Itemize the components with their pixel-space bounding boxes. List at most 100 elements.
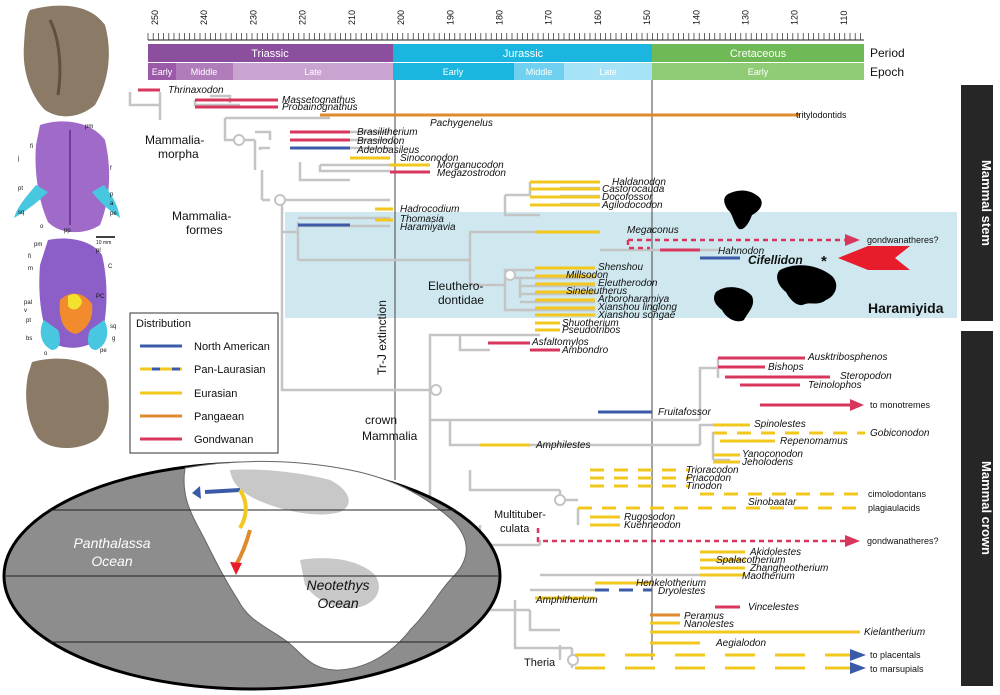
svg-text:Middle: Middle xyxy=(191,67,218,77)
africa-icon xyxy=(724,190,762,230)
taxon-morganucodon: Morganucodon xyxy=(437,160,504,171)
clade-multituberculata: Multituber- xyxy=(494,509,546,521)
skull-dorsal-photo xyxy=(23,5,109,117)
taxon-brasilitherium: Brasilitherium xyxy=(357,127,418,138)
asia-icon xyxy=(714,287,754,322)
svg-text:m: m xyxy=(28,266,33,272)
taxon-kuehneodon: Kuehneodon xyxy=(624,520,681,531)
time-tick-label: 150 xyxy=(642,10,652,25)
svg-text:morpha: morpha xyxy=(158,147,199,161)
svg-text:culata: culata xyxy=(500,523,530,535)
taxon-asfaltomylos: Asfaltomylos xyxy=(531,337,589,348)
time-tick-label: 190 xyxy=(445,10,455,25)
time-tick-label: 140 xyxy=(691,10,701,25)
skull-ventral-photo xyxy=(26,358,109,449)
taxon-shenshou: Shenshou xyxy=(598,262,643,273)
svg-text:North American: North American xyxy=(194,341,270,353)
period-triassic: Triassic xyxy=(251,48,289,60)
taxon-pachygenelus: Pachygenelus xyxy=(430,118,493,129)
ocean-panthalassa-2: Ocean xyxy=(91,553,132,569)
endpoint-marsupials: to marsupials xyxy=(870,664,924,674)
clade-mammaliaformes: Mammalia- xyxy=(172,209,231,223)
taxon-tinodon: Tinodon xyxy=(686,481,722,492)
taxon-adelobasileus: Adelobasileus xyxy=(356,145,419,156)
clade-crown-mammalia: crown xyxy=(365,413,397,427)
taxon-zhangheotherium: Zhangheotherium xyxy=(749,563,828,574)
time-tick-label: 210 xyxy=(347,10,357,25)
jurassic-band xyxy=(393,44,652,62)
taxon-shuotherium: Shuotherium xyxy=(562,318,619,329)
svg-text:pt: pt xyxy=(26,318,31,324)
taxon-kielantherium: Kielantherium xyxy=(864,627,925,638)
svg-text:sq: sq xyxy=(110,324,116,330)
svg-text:Late: Late xyxy=(599,67,617,77)
svg-text:p: p xyxy=(110,192,114,198)
taxon-yanoconodon: Yanoconodon xyxy=(742,449,803,460)
endpoint-gondwanatheres-1: gondwanatheres? xyxy=(867,235,939,245)
svg-text:v: v xyxy=(24,308,27,314)
taxon-akidolestes: Akidolestes xyxy=(749,547,801,558)
ocean-panthalassa-1: Panthalassa xyxy=(73,535,150,551)
taxon-bishops: Bishops xyxy=(768,362,804,373)
taxon-priacodon: Priacodon xyxy=(686,473,731,484)
skull-illustrations xyxy=(14,5,120,449)
arrows xyxy=(536,234,910,674)
svg-text:formes: formes xyxy=(186,223,223,237)
taxon-amphilestes: Amphilestes xyxy=(535,440,590,451)
epoch-label: Epoch xyxy=(870,65,904,79)
time-tick-label: 220 xyxy=(298,10,308,25)
haramiyida-highlight xyxy=(285,212,957,318)
endpoint-gondwanatheres-2: gondwanatheres? xyxy=(867,536,939,546)
svg-text:fi: fi xyxy=(28,254,31,260)
svg-text:j: j xyxy=(17,156,19,162)
endpoint-plagiaulacids: plagiaulacids xyxy=(868,503,921,513)
taxon-rugosodon: Rugosodon xyxy=(624,512,676,523)
taxon-sineleutherus: Sineleutherus xyxy=(566,286,627,297)
svg-text:Early: Early xyxy=(748,67,769,77)
taxon-agilodocodon: Agilodocodon xyxy=(601,200,663,211)
svg-text:PC: PC xyxy=(96,294,105,300)
clade-eleutherodontidae: Eleuthero- xyxy=(428,279,483,293)
continent-icons xyxy=(714,190,837,322)
svg-text:dontidae: dontidae xyxy=(438,293,484,307)
taxon-sinoconodon: Sinoconodon xyxy=(400,153,459,164)
taxon-castorocauda: Castorocauda xyxy=(602,184,665,195)
scale-label: 10 mm xyxy=(96,240,111,246)
time-tick-label: 200 xyxy=(396,10,406,25)
cifellidon-asterisk: * xyxy=(821,253,827,270)
svg-text:Mammalia: Mammalia xyxy=(362,429,418,443)
time-tick-label: 110 xyxy=(839,11,849,25)
taxon-cifellidon: Cifellidon xyxy=(748,253,803,267)
endpoint-cimolodontans: cimolodontans xyxy=(868,489,927,499)
taxon-brasilodon: Brasilodon xyxy=(357,136,405,147)
svg-text:pp: pp xyxy=(64,228,71,234)
endpoint-tritylodontids: tritylodontids xyxy=(796,110,847,120)
taxon-spinolestes: Spinolestes xyxy=(754,419,806,430)
clade-labels: Mammalia- morpha Mammalia- formes Eleuth… xyxy=(145,133,944,669)
taxon-vincelestes: Vincelestes xyxy=(748,602,799,613)
taxon-hahnodon: Hahnodon xyxy=(718,246,765,257)
tr-j-extinction-label: Tr-J extinction xyxy=(375,300,389,375)
svg-text:Late: Late xyxy=(304,67,322,77)
taxon-dryolestes: Dryolestes xyxy=(658,586,705,597)
taxon-eleutherodon: Eleutherodon xyxy=(598,278,658,289)
taxon-massetognathus: Massetognathus xyxy=(282,95,355,106)
taxon-steropodon: Steropodon xyxy=(840,371,892,382)
legend-title: Distribution xyxy=(136,318,191,330)
svg-text:C: C xyxy=(108,264,113,270)
time-tick-label: 240 xyxy=(199,10,209,25)
svg-text:pm: pm xyxy=(34,242,42,248)
taxon-jeholodens: Jeholodens xyxy=(741,457,793,468)
taxon-probainognathus: Probainognathus xyxy=(282,102,358,113)
taxon-xianshou-linglong: Xianshou linglong xyxy=(597,302,677,313)
clade-mammaliamorpha: Mammalia- xyxy=(145,133,204,147)
taxon-peramus: Peramus xyxy=(684,611,724,622)
time-tick-label: 250 xyxy=(150,10,160,25)
svg-text:o: o xyxy=(44,351,48,357)
period-bar: Triassic Jurassic Cretaceous Period xyxy=(148,44,905,62)
time-tick-label: 170 xyxy=(544,10,554,25)
svg-text:pm: pm xyxy=(85,124,93,130)
